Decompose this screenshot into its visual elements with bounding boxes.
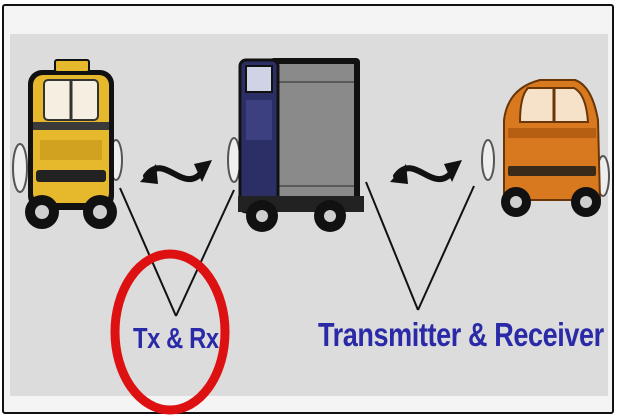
double-arrow-icon	[140, 160, 212, 184]
tx-rx-label: Tx & Rx	[133, 323, 219, 356]
taxi-icon	[13, 60, 122, 229]
transmitter-receiver-label: Transmitter & Receiver	[318, 316, 604, 354]
double-arrow-icon	[390, 160, 462, 184]
car-icon	[482, 80, 609, 217]
truck-icon	[228, 58, 364, 232]
